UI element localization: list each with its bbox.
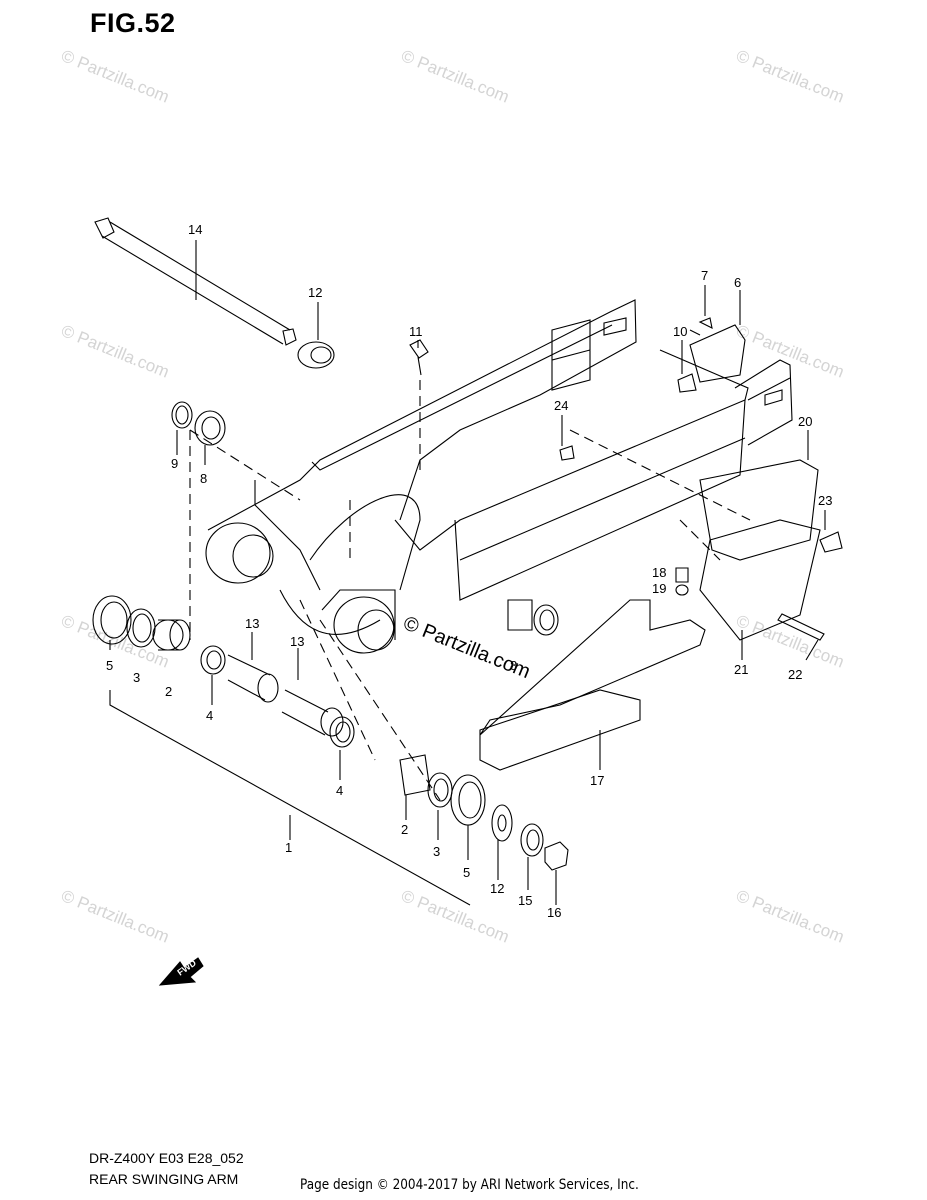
swing-arm-body [205,299,793,654]
nut-16 [544,841,569,871]
fwd-arrow: FWD [158,957,204,986]
callout-11: 11 [409,324,423,339]
spacer-13-a [227,654,271,701]
bracket-6 [689,324,746,383]
callout-19: 19 [652,581,666,596]
page-credit: Page design © 2004-2017 by ARI Network S… [300,1177,639,1193]
bearing-2-left [158,619,180,651]
callout-14: 14 [188,222,202,237]
bolt-23 [819,531,843,553]
watermark: © Partzilla.com [734,46,847,107]
callout-12: 12 [490,881,504,896]
callout-21: 21 [734,662,748,677]
callout-13: 13 [245,616,259,631]
callout-24: 24 [554,398,568,413]
callout-12: 12 [308,285,322,300]
part-title: REAR SWINGING ARM [89,1171,239,1187]
chain-slider-arm [479,599,706,736]
callout-4: 4 [336,783,343,798]
callout-5: 5 [463,865,470,880]
screw-18 [675,567,689,583]
callout-13: 13 [290,634,304,649]
watermark: © Partzilla.com [59,321,172,382]
callout-numbers: 14 12 11 7 6 10 24 9 8 20 23 18 19 13 13… [106,222,832,920]
watermark: © Partzilla.com [734,886,847,947]
washer-4-left [200,645,226,675]
callout-9: 9 [171,456,178,471]
callout-3: 3 [433,844,440,859]
callout-3: 3 [133,670,140,685]
model-code: DR-Z400Y E03 E28_052 [89,1150,244,1166]
figure-title: FIG.52 [90,8,176,38]
callout-18: 18 [652,565,666,580]
nut-24 [559,445,575,461]
bolt-22 [777,613,825,641]
callout-8: 8 [200,471,207,486]
callout-5: 5 [106,658,113,673]
guard-21 [699,519,821,641]
spacer-13-b [281,689,329,736]
watermark: © Partzilla.com [59,886,172,947]
callout-20: 20 [798,414,812,429]
bearing-8-right [507,599,533,631]
left-parts [92,401,569,871]
callout-16: 16 [547,905,561,920]
grease-nipple-11 [409,339,429,376]
callout-8: 8 [510,658,517,673]
callout-10: 10 [673,324,687,339]
callout-2: 2 [165,684,172,699]
washer-19 [675,584,689,596]
callout-6: 6 [734,275,741,290]
watermark: © Partzilla.com [734,611,847,672]
screw-7 [698,317,713,329]
bolt-10 [677,373,697,393]
washer-4-right [329,716,355,748]
chain-guide-20 [699,459,819,561]
callout-4: 4 [206,708,213,723]
seal-5-left [92,595,132,645]
washer-12-top [297,341,335,369]
callout-17: 17 [590,773,604,788]
pivot-boss-left [205,522,271,584]
watermark: © Partzilla.com [59,46,172,107]
callout-2: 2 [401,822,408,837]
washer-12-bottom [491,804,513,842]
callout-23: 23 [818,493,832,508]
callout-15: 15 [518,893,532,908]
bearing-2-right [399,754,431,796]
callout-7: 7 [701,268,708,283]
callout-leaders [109,240,826,906]
washer-15 [520,823,544,857]
chain-parts [479,317,843,771]
slider-17 [479,689,641,771]
watermark: © Partzilla.com [399,46,512,107]
swing-arm-linework [92,217,843,906]
callout-1: 1 [285,840,292,855]
callout-22: 22 [788,667,802,682]
pivot-shaft-14 [94,217,297,346]
leader-dashes [189,380,751,801]
